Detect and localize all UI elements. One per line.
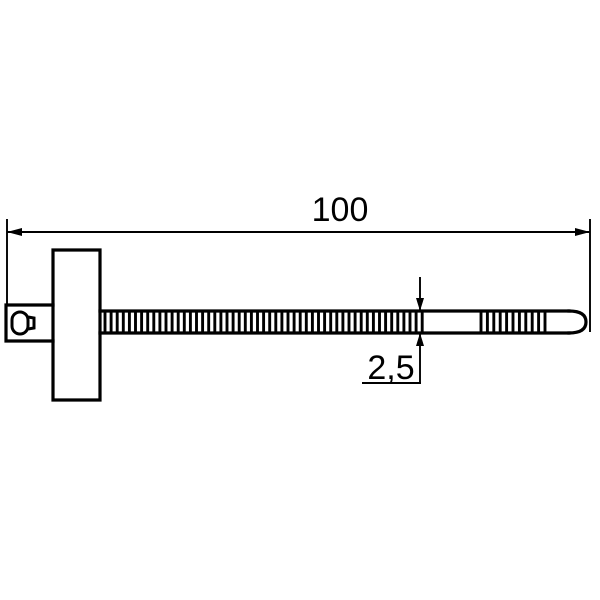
strap-teeth-section-2 bbox=[479, 312, 547, 332]
cable-tie-outline bbox=[4, 248, 588, 402]
arrowhead-thickness-bottom bbox=[416, 333, 424, 346]
mounting-eyelet bbox=[10, 310, 36, 336]
arrowhead-thickness-top bbox=[416, 298, 424, 311]
eyelet-nub bbox=[27, 315, 36, 331]
head-outline bbox=[51, 248, 102, 402]
eyelet-slot bbox=[10, 310, 30, 336]
strap-teeth-section-1 bbox=[103, 312, 424, 332]
dimension-label-length: 100 bbox=[312, 191, 369, 229]
strap-tip-outline bbox=[567, 309, 588, 335]
arrowhead-left bbox=[7, 228, 22, 236]
dimension-label-thickness: 2,5 bbox=[367, 349, 414, 387]
arrowhead-right bbox=[575, 228, 590, 236]
dimension-overall-length bbox=[6, 219, 591, 332]
mounting-tab-outline bbox=[4, 303, 55, 343]
